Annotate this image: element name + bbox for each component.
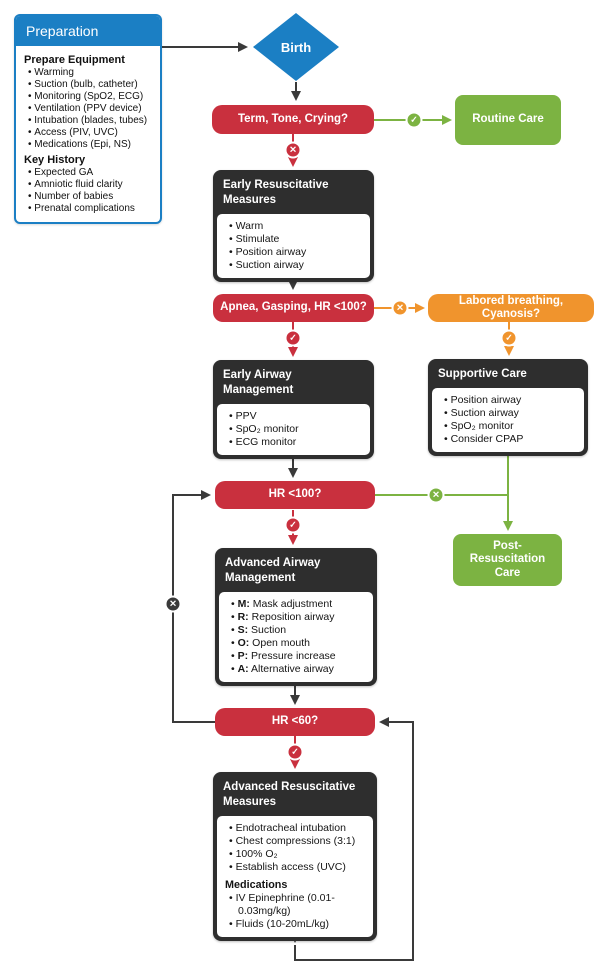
node-title: Early Resuscitative Measures bbox=[223, 179, 329, 206]
node-label: Labored breathing, Cyanosis? bbox=[458, 294, 564, 320]
node-label: Apnea, Gasping, HR <100? bbox=[220, 301, 367, 314]
list-item: Consider CPAP bbox=[440, 433, 578, 446]
yes-badge: ✓ bbox=[500, 329, 518, 347]
preparation-title: Preparation bbox=[16, 16, 160, 46]
node-title: Supportive Care bbox=[438, 368, 527, 380]
list-item: Suction (bulb, catheter) bbox=[24, 79, 152, 91]
node-body: Position airway Suction airway SpO₂ moni… bbox=[432, 387, 584, 452]
node-early-airway-management: Early Airway Management PPV SpO₂ monitor… bbox=[213, 360, 374, 459]
node-body: Warm Stimulate Position airway Suction a… bbox=[217, 213, 370, 278]
yes-badge: ✓ bbox=[284, 329, 302, 347]
list-item: Medications (Epi, NS) bbox=[24, 139, 152, 151]
section-heading: Prepare Equipment bbox=[24, 54, 125, 66]
node-hr-lt-100: HR <100? bbox=[215, 481, 375, 509]
medications-heading: Medications bbox=[225, 878, 288, 891]
no-badge: ✕ bbox=[284, 141, 302, 159]
list-item: Suction airway bbox=[440, 407, 578, 420]
node-labored-breathing: Labored breathing, Cyanosis? bbox=[428, 294, 594, 322]
node-label: Post-Resuscitation Care bbox=[469, 540, 546, 579]
list-item: PPV bbox=[225, 410, 364, 423]
node-body: M: Mask adjustment R: Reposition airway … bbox=[219, 591, 373, 682]
list-item: Access (PIV, UVC) bbox=[24, 127, 152, 139]
node-label: HR <60? bbox=[271, 715, 319, 728]
section-heading: Key History bbox=[24, 154, 86, 166]
list-item: Amniotic fluid clarity bbox=[24, 179, 152, 191]
list-item: M: Mask adjustment bbox=[227, 598, 367, 611]
list-item: Chest compressions (3:1) bbox=[225, 835, 367, 848]
yes-badge: ✓ bbox=[284, 516, 302, 534]
node-supportive-care: Supportive Care Position airway Suction … bbox=[428, 359, 588, 456]
node-routine-care: Routine Care bbox=[455, 95, 561, 145]
list-item: IV Epinephrine (0.01-0.03mg/kg) bbox=[225, 892, 367, 918]
no-badge: ✕ bbox=[164, 595, 182, 613]
node-title: Advanced Airway Management bbox=[225, 557, 321, 584]
list-item: A: Alternative airway bbox=[227, 663, 367, 676]
yes-badge: ✓ bbox=[405, 111, 423, 129]
node-body: PPV SpO₂ monitor ECG monitor bbox=[217, 403, 370, 455]
list-item: SpO₂ monitor bbox=[440, 420, 578, 433]
node-post-resuscitation-care: Post-Resuscitation Care bbox=[453, 534, 562, 586]
node-label: HR <100? bbox=[268, 488, 322, 501]
list-item: Ventilation (PPV device) bbox=[24, 103, 152, 115]
list-item: Warm bbox=[225, 220, 364, 233]
list-item: SpO₂ monitor bbox=[225, 423, 364, 436]
list-item: Intubation (blades, tubes) bbox=[24, 115, 152, 127]
node-advanced-airway-management: Advanced Airway Management M: Mask adjus… bbox=[215, 548, 377, 686]
node-label: Term, Tone, Crying? bbox=[237, 112, 349, 125]
node-apnea-gasping: Apnea, Gasping, HR <100? bbox=[213, 294, 374, 322]
node-hr-lt-60: HR <60? bbox=[215, 708, 375, 736]
node-label: Birth bbox=[280, 39, 312, 55]
list-item: 100% O₂ bbox=[225, 848, 367, 861]
node-label: Routine Care bbox=[472, 113, 544, 126]
yes-badge: ✓ bbox=[286, 743, 304, 761]
list-item: R: Reposition airway bbox=[227, 611, 367, 624]
list-item: Establish access (UVC) bbox=[225, 861, 367, 874]
list-item: Fluids (10-20mL/kg) bbox=[225, 918, 367, 931]
list-item: Expected GA bbox=[24, 167, 152, 179]
no-badge: ✕ bbox=[391, 299, 409, 317]
list-item: Number of babies bbox=[24, 191, 152, 203]
preparation-panel: Preparation Prepare Equipment Warming Su… bbox=[14, 14, 162, 224]
list-item: Prenatal complications bbox=[24, 203, 152, 215]
preparation-body: Prepare Equipment Warming Suction (bulb,… bbox=[16, 46, 160, 222]
list-item: Position airway bbox=[225, 246, 364, 259]
list-item: Stimulate bbox=[225, 233, 364, 246]
no-badge: ✕ bbox=[427, 486, 445, 504]
key-history-list: Expected GA Amniotic fluid clarity Numbe… bbox=[24, 167, 152, 215]
list-item: ECG monitor bbox=[225, 436, 364, 449]
list-item: Monitoring (SpO2, ECG) bbox=[24, 91, 152, 103]
node-title: Early Airway Management bbox=[223, 369, 294, 396]
list-item: O: Open mouth bbox=[227, 637, 367, 650]
list-item: P: Pressure increase bbox=[227, 650, 367, 663]
list-item: S: Suction bbox=[227, 624, 367, 637]
node-title: Advanced Resuscitative Measures bbox=[223, 781, 356, 808]
list-item: Endotracheal intubation bbox=[225, 822, 367, 835]
node-advanced-resuscitative-measures: Advanced Resuscitative Measures Endotrac… bbox=[213, 772, 377, 941]
node-term-tone-crying: Term, Tone, Crying? bbox=[212, 105, 374, 134]
list-item: Warming bbox=[24, 67, 152, 79]
node-body: Endotracheal intubation Chest compressio… bbox=[217, 815, 373, 937]
list-item: Suction airway bbox=[225, 259, 364, 272]
list-item: Position airway bbox=[440, 394, 578, 407]
node-early-resuscitative-measures: Early Resuscitative Measures Warm Stimul… bbox=[213, 170, 374, 282]
prepare-equipment-list: Warming Suction (bulb, catheter) Monitor… bbox=[24, 67, 152, 151]
